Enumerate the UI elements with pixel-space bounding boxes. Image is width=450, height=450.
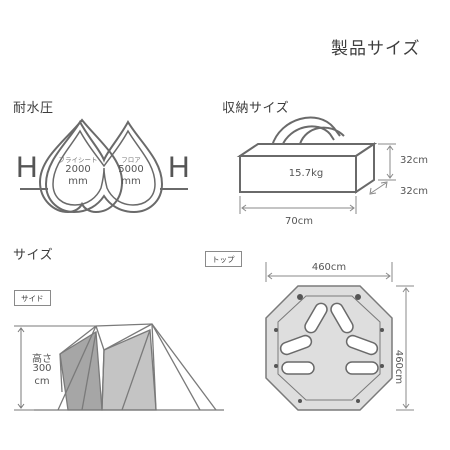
sleeping-bag (345, 334, 379, 356)
height-label: 高さ (32, 354, 52, 365)
water-drop-illustration (38, 118, 164, 214)
tent-top-view (265, 285, 393, 411)
sleeping-bag-layout (279, 302, 379, 375)
bag-top (236, 143, 378, 157)
sleeping-bag (279, 334, 313, 356)
tent-side-outline (57, 323, 201, 411)
floor-value: 5000 (118, 164, 144, 175)
height-value: 300 (32, 363, 52, 374)
water-drop-pair-outline (44, 120, 164, 214)
side-view-tag: サイド (14, 290, 51, 306)
top-width: 460cm (311, 262, 347, 273)
bag-depth: 32cm (400, 186, 428, 197)
tent-side-view (14, 323, 224, 411)
bag-weight: 15.7kg (288, 168, 324, 179)
sleeping-bag (345, 361, 379, 375)
storage-bag (236, 116, 378, 194)
floor-label: フロア (121, 156, 141, 164)
bag-height: 32cm (400, 155, 428, 166)
bag-width: 70cm (285, 216, 313, 227)
h-left-letter: H (16, 151, 38, 184)
bag-side (355, 142, 375, 194)
bag-handle-outer (271, 116, 341, 147)
sleeping-bag (281, 361, 315, 375)
h-right-letter: H (168, 151, 190, 184)
tent-top-octagon (265, 285, 393, 411)
top-view-tag: トップ (205, 251, 242, 267)
tent-side-panel-dark (59, 330, 103, 411)
top-depth: 460cm (393, 349, 404, 385)
tent-top-inner (277, 295, 381, 401)
tent-stakes (274, 294, 384, 403)
tent-side-panel-light (101, 329, 157, 411)
bag-handle-inner (281, 125, 335, 147)
fly-sheet-unit: mm (68, 176, 88, 187)
page-title: 製品サイズ (331, 39, 421, 59)
sleeping-bag (304, 302, 328, 334)
sleeping-bag (330, 302, 354, 334)
water-drop-pair-inner (52, 129, 156, 206)
floor-unit: mm (121, 176, 141, 187)
size-heading: サイズ (13, 248, 54, 263)
storage-heading: 収納サイズ (222, 101, 290, 116)
water-heading: 耐水圧 (13, 101, 54, 116)
fly-sheet-value: 2000 (65, 164, 91, 175)
top-dimension-lines (265, 262, 414, 411)
height-unit: cm (34, 376, 50, 387)
bag-handle-back (299, 126, 345, 145)
storage-dimension-lines (239, 143, 396, 214)
fly-sheet-label: フライシート (58, 156, 98, 164)
